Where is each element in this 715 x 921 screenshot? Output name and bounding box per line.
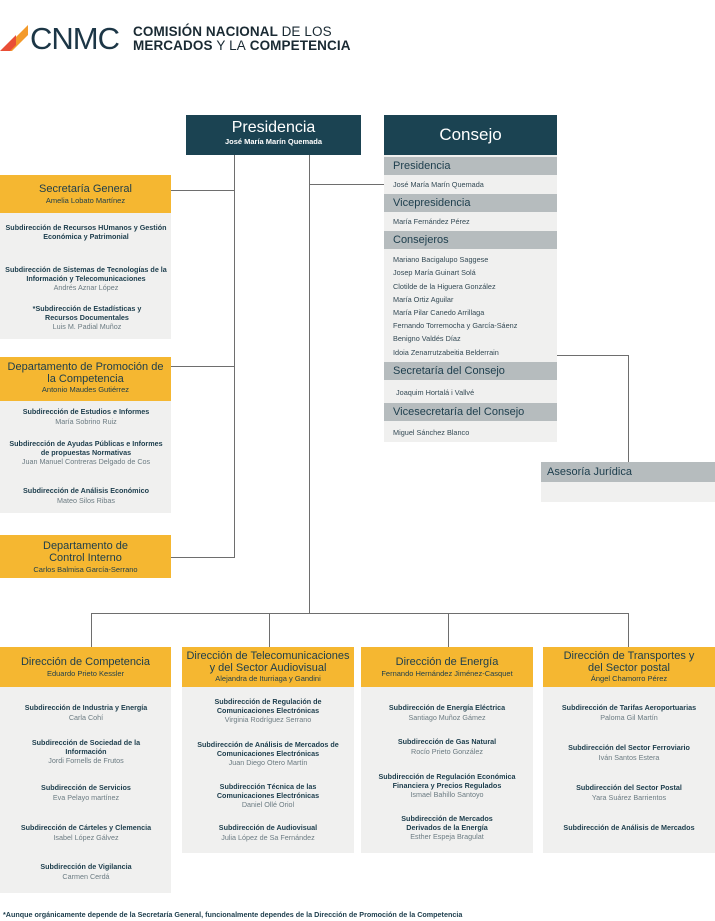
direction-box-energia: Dirección de Energía Fernando Hernández … xyxy=(361,647,533,687)
direction-box-competencia: Dirección de Competencia Eduardo Prieto … xyxy=(0,647,171,687)
consejo-section-presidencia: Presidencia xyxy=(384,157,557,175)
secretaria-title: Secretaría General xyxy=(39,183,132,195)
footnote: *Aunque orgánicamente depende de la Secr… xyxy=(3,910,463,919)
consejo-box: Consejo xyxy=(384,115,557,155)
logo-mark-icon xyxy=(0,25,28,51)
consejo-section-consejeros: Consejeros xyxy=(384,231,557,249)
secretaria-box: Secretaría General Amelia Lobato Martíne… xyxy=(0,175,171,213)
secretaria-panel xyxy=(0,213,171,339)
consejo-section-vicepresidencia: Vicepresidencia xyxy=(384,194,557,212)
consejo-section-vicesecretaria: Vicesecretaría del Consejo xyxy=(384,403,557,421)
direction-box-transportes: Dirección de Transportes y del Sector po… xyxy=(543,647,715,687)
direction-sub: Subdirección de Análisis de Mercados xyxy=(563,823,695,832)
control-person: Carlos Balmisa García-Serrano xyxy=(33,565,138,574)
consejo-person: María Pilar Canedo Arrillaga xyxy=(393,308,485,317)
promocion-panel xyxy=(0,401,171,513)
consejo-person: Idoia Zenarrutzabeitia Belderrain xyxy=(393,348,499,357)
consejo-person: Miguel Sánchez Blanco xyxy=(393,428,470,437)
logo-brand: CNMC xyxy=(30,21,120,56)
consejo-person: Mariano Bacigalupo Saggese xyxy=(393,255,489,264)
consejo-person: Benigno Valdés Díaz xyxy=(393,334,461,343)
control-title: Departamento de Control Interno xyxy=(43,540,128,564)
promocion-person: Antonio Maudes Gutiérrez xyxy=(41,385,130,394)
consejo-section-secretaria: Secretaría del Consejo xyxy=(384,362,557,380)
direction-box-telecomunicaciones: Dirección de Telecomunicaciones y del Se… xyxy=(182,647,354,687)
asesoria-panel xyxy=(541,482,715,502)
control-box: Departamento de Control Interno Carlos B… xyxy=(0,535,171,578)
direction-panel-energia xyxy=(361,687,533,853)
promocion-title: Departamento de Promoción de la Competen… xyxy=(7,361,164,385)
secretaria-sub: *Subdirección de Estadísticas y Recursos… xyxy=(32,304,142,332)
consejo-person: María Fernández Pérez xyxy=(393,217,470,226)
consejo-title: Consejo xyxy=(439,125,502,144)
promocion-sub: Subdirección de Análisis Económico Mateo… xyxy=(23,486,149,505)
asesoria-box: Asesoría Jurídica xyxy=(541,462,715,482)
secretaria-sub: Subdirección de Sistemas de Tecnologías … xyxy=(5,265,167,293)
secretaria-person: Amelia Lobato Martínez xyxy=(45,196,126,205)
promocion-sub: Subdirección de Estudios e Informes Marí… xyxy=(22,407,150,426)
direction-sub: Subdirección de Sociedad de la Informaci… xyxy=(31,738,141,766)
secretaria-sub: Subdirección de Recursos HUmanos y Gesti… xyxy=(5,223,167,241)
promocion-sub: Subdirección de Ayudas Públicas e Inform… xyxy=(9,439,163,467)
direction-panel-competencia xyxy=(0,687,171,893)
consejo-person: José María Marín Quemada xyxy=(393,180,484,189)
consejo-person: Clotilde de la Higuera González xyxy=(393,282,496,291)
logo xyxy=(0,18,320,58)
direction-panel-telecomunicaciones xyxy=(182,687,354,853)
presidencia-title: Presidencia xyxy=(231,119,316,136)
direction-sub: Subdirección de Regulación Económica Fin… xyxy=(378,772,516,800)
consejo-person: Joaquim Hortalá i Vallvé xyxy=(396,388,475,397)
promocion-box: Departamento de Promoción de la Competen… xyxy=(0,357,171,401)
logo-title: COMISIÓN NACIONAL DE LOS MERCADOS Y LA C… xyxy=(133,24,351,53)
direction-sub: Subdirección Técnica de las Comunicacion… xyxy=(216,782,320,810)
presidencia-person: José María Marín Quemada xyxy=(224,137,323,146)
consejo-person: Fernando Torremocha y García-Sáenz xyxy=(393,321,518,330)
direction-sub: Subdirección de Regulación de Comunicaci… xyxy=(214,697,322,725)
direction-panel-transportes xyxy=(543,687,715,853)
presidencia-box: Presidencia José María Marín Quemada xyxy=(186,115,361,155)
direction-sub: Subdirección de Mercados Derivados de la… xyxy=(401,814,493,842)
direction-sub: Subdirección de Análisis de Mercados de … xyxy=(197,740,339,768)
consejo-person: Josep María Guinart Solá xyxy=(393,268,476,277)
consejo-person: María Ortiz Aguilar xyxy=(393,295,454,304)
